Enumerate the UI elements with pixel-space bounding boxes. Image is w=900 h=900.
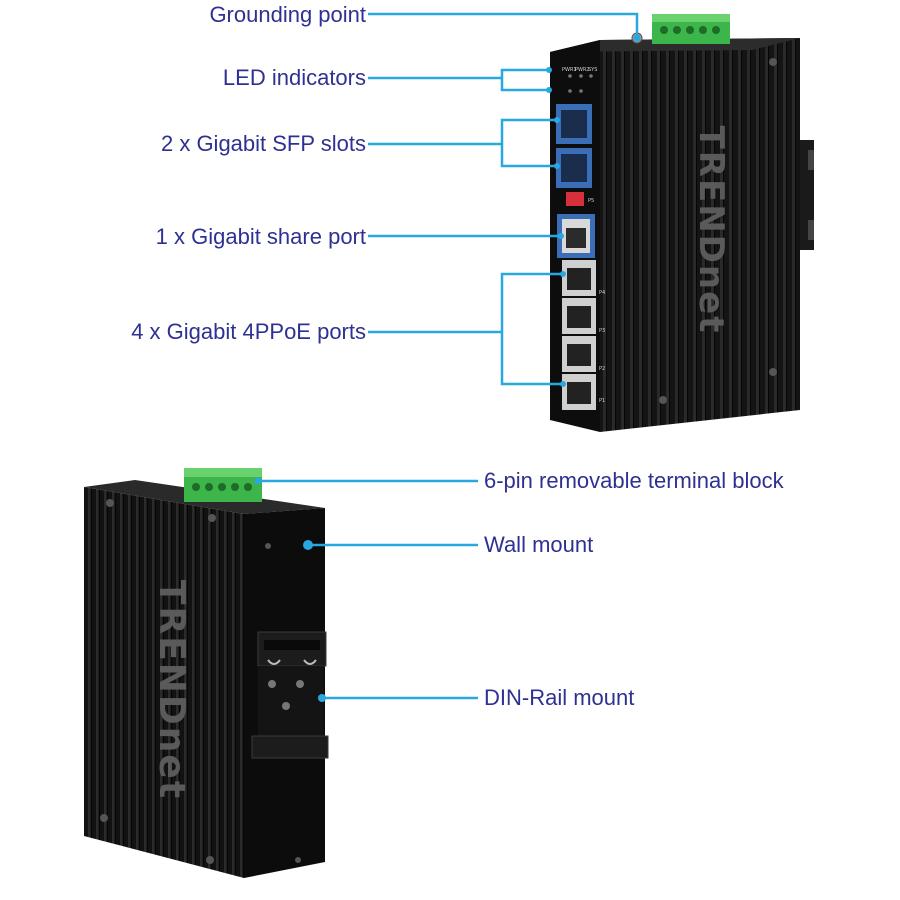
port-label-p1: P1 xyxy=(599,398,605,404)
led-label-3: SYS xyxy=(588,67,597,73)
bottom-brand-logo: TRENDnet xyxy=(151,580,192,800)
label-poe-ports: 4 x Gigabit 4PPoE ports xyxy=(131,319,366,344)
top-switch: TRENDnet PWR1 PWR2 SYS xyxy=(550,14,814,432)
top-switch-top xyxy=(550,38,800,52)
bottom-switch: TRENDnet xyxy=(84,468,329,878)
label-wall-mount: Wall mount xyxy=(484,532,594,557)
label-sfp-slots: 2 x Gigabit SFP slots xyxy=(160,131,366,156)
led-label-1: PWR1 xyxy=(562,67,577,73)
led-label-2: PWR2 xyxy=(575,67,590,73)
label-din-rail-mount: DIN-Rail mount xyxy=(484,685,635,710)
label-grounding-point: Grounding point xyxy=(209,2,366,27)
top-terminal-block xyxy=(652,14,730,44)
port-label-p2: P2 xyxy=(599,366,605,372)
label-led-indicators: LED indicators xyxy=(222,65,366,90)
label-terminal-block: 6-pin removable terminal block xyxy=(484,468,784,493)
callout-lines xyxy=(254,12,641,702)
led-group: PWR1 PWR2 SYS xyxy=(562,67,597,93)
poe-ports: P4 P3 P2 P1 xyxy=(562,260,605,410)
share-port xyxy=(557,214,595,258)
port-label-p4: P4 xyxy=(599,290,605,296)
label-share-port: 1 x Gigabit share port xyxy=(155,224,366,249)
port-label-p3: P3 xyxy=(599,328,605,334)
dip-switch xyxy=(566,192,584,206)
top-switch-side xyxy=(600,38,800,432)
din-rail-bracket xyxy=(251,631,329,759)
callout-grounding xyxy=(368,12,639,36)
bottom-switch-side xyxy=(84,487,244,878)
sfp-slots xyxy=(556,104,592,188)
share-port-label: P5 xyxy=(588,198,594,204)
top-brand-logo: TRENDnet xyxy=(691,126,731,335)
bottom-terminal-block xyxy=(184,468,262,502)
